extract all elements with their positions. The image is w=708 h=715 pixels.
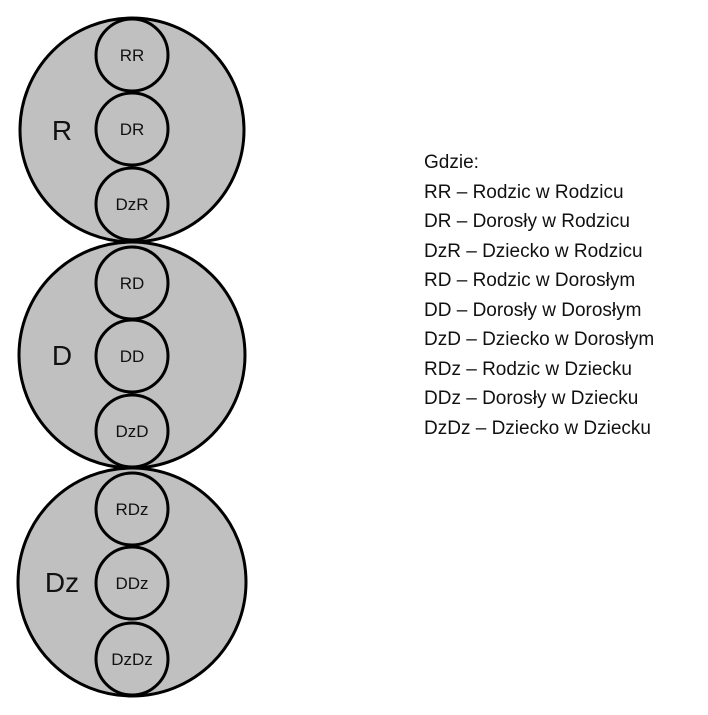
legend: Gdzie: RR – Rodzic w Rodzicu DR – Dorosł… (424, 148, 654, 443)
substate-label-rdz: RDz (115, 500, 148, 519)
substate-label-ddz: DDz (115, 574, 148, 593)
legend-entry-dd: DD – Dorosły w Dorosłym (424, 299, 642, 321)
legend-entry-rr: RR – Rodzic w Rodzicu (424, 181, 624, 203)
legend-entry-rdz: RDz – Rodzic w Dziecku (424, 358, 632, 380)
substate-circle-dzd (94, 393, 170, 469)
substate-circle-ddz (94, 545, 170, 621)
substate-circle-dd (94, 318, 170, 394)
substate-circle-dr (94, 91, 170, 167)
legend-entry-dzr: DzR – Dziecko w Rodzicu (424, 240, 643, 262)
substate-label-dzd: DzD (115, 422, 148, 441)
legend-entry-ddz: DDz – Dorosły w Dziecku (424, 388, 639, 409)
substate-label-rr: RR (120, 46, 145, 65)
substate-circle-rr (94, 17, 170, 93)
substate-label-dzr: DzR (115, 195, 148, 214)
legend-entry-dr: DR – Dorosły w Rodzicu (424, 211, 630, 232)
legend-entry-rd: RD – Rodzic w Dorosłym (424, 270, 636, 291)
legend-title: Gdzie: (424, 152, 479, 173)
legend-entry-dzd: DzD – Dziecko w Dorosłym (424, 329, 655, 350)
substate-label-rd: RD (120, 274, 145, 293)
substate-label-dzdz: DzDz (111, 650, 153, 669)
state-label-r: R (52, 115, 72, 146)
substate-label-dd: DD (120, 347, 145, 366)
substate-circle-dzr (94, 166, 170, 242)
substate-circle-rdz (94, 471, 170, 547)
state-label-d: D (52, 340, 72, 371)
substate-circle-dzdz (94, 621, 170, 697)
legend-entry-dzdz: DzDz – Dziecko w Dziecku (424, 417, 651, 439)
substate-label-dr: DR (120, 120, 145, 139)
state-label-dz: Dz (45, 567, 79, 598)
